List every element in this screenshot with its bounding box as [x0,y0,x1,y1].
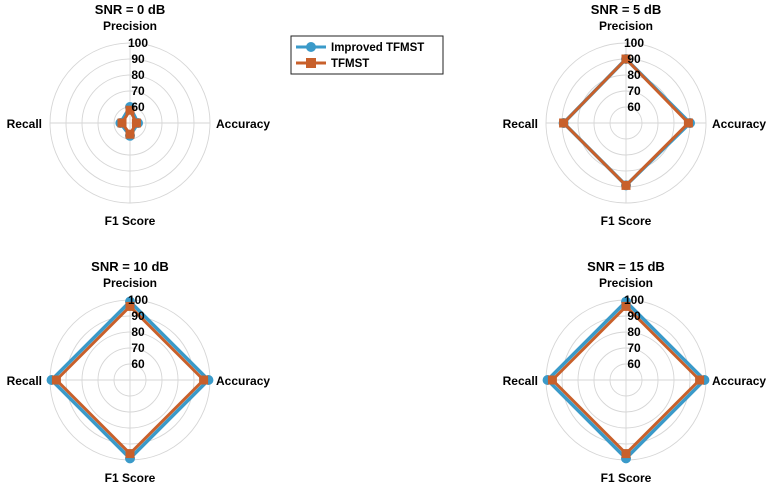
axis-label-f1-score: F1 Score [105,471,156,485]
panel-title: SNR = 15 dB [587,259,665,274]
data-point-tfmst [621,180,631,190]
radial-tick-label: 90 [627,52,641,66]
data-point-tfmst [125,129,135,139]
axis-label-accuracy: Accuracy [712,374,766,388]
radial-tick-label: 100 [624,36,644,50]
axis-label-accuracy: Accuracy [712,117,766,131]
radial-tick-label: 70 [131,84,145,98]
axis-label-f1-score: F1 Score [601,214,652,228]
data-point-tfmst [125,301,135,311]
axis-label-precision: Precision [103,276,157,290]
radial-tick-label: 80 [627,68,641,82]
legend: Improved TFMST TFMST [290,35,444,75]
data-point-tfmst [621,449,631,459]
radial-tick-label: 90 [627,309,641,323]
data-point-tfmst [695,375,705,385]
radial-tick-label: 60 [627,357,641,371]
radial-tick-label: 90 [131,52,145,66]
radial-tick-label: 90 [131,309,145,323]
data-point-tfmst [559,118,569,128]
data-point-tfmst [125,105,135,115]
radial-tick-label: 100 [624,293,644,307]
panel-title: SNR = 10 dB [91,259,169,274]
axis-label-precision: Precision [103,19,157,33]
radial-tick-label: 100 [128,36,148,50]
data-point-tfmst [131,118,141,128]
data-point-tfmst [621,301,631,311]
data-point-tfmst [199,375,209,385]
axis-label-recall: Recall [503,117,538,131]
legend-label-improved: Improved TFMST [331,42,424,54]
radial-tick-label: 80 [131,68,145,82]
panel-title: SNR = 0 dB [95,2,165,17]
data-point-tfmst [621,54,631,64]
data-point-tfmst [117,118,127,128]
axis-label-f1-score: F1 Score [601,471,652,485]
legend-marker-tfmst [306,58,316,68]
data-point-tfmst [51,375,61,385]
legend-marker-improved [306,42,316,52]
radial-tick-label: 60 [131,357,145,371]
legend-label-tfmst: TFMST [331,58,369,70]
radial-tick-label: 60 [131,100,145,114]
legend-box [290,35,444,75]
axis-label-recall: Recall [7,117,42,131]
axis-label-precision: Precision [599,19,653,33]
data-point-tfmst [547,375,557,385]
axis-label-accuracy: Accuracy [216,117,270,131]
data-point-tfmst [683,118,693,128]
radial-tick-label: 100 [128,293,148,307]
axis-label-recall: Recall [503,374,538,388]
radial-tick-label: 70 [131,341,145,355]
radial-tick-label: 80 [131,325,145,339]
radial-tick-label: 70 [627,84,641,98]
radial-tick-label: 70 [627,341,641,355]
radial-tick-label: 60 [627,100,641,114]
axis-label-precision: Precision [599,276,653,290]
axis-label-accuracy: Accuracy [216,374,270,388]
radial-tick-label: 80 [627,325,641,339]
axis-label-f1-score: F1 Score [105,214,156,228]
axis-label-recall: Recall [7,374,42,388]
panel-title: SNR = 5 dB [591,2,661,17]
data-point-tfmst [125,449,135,459]
